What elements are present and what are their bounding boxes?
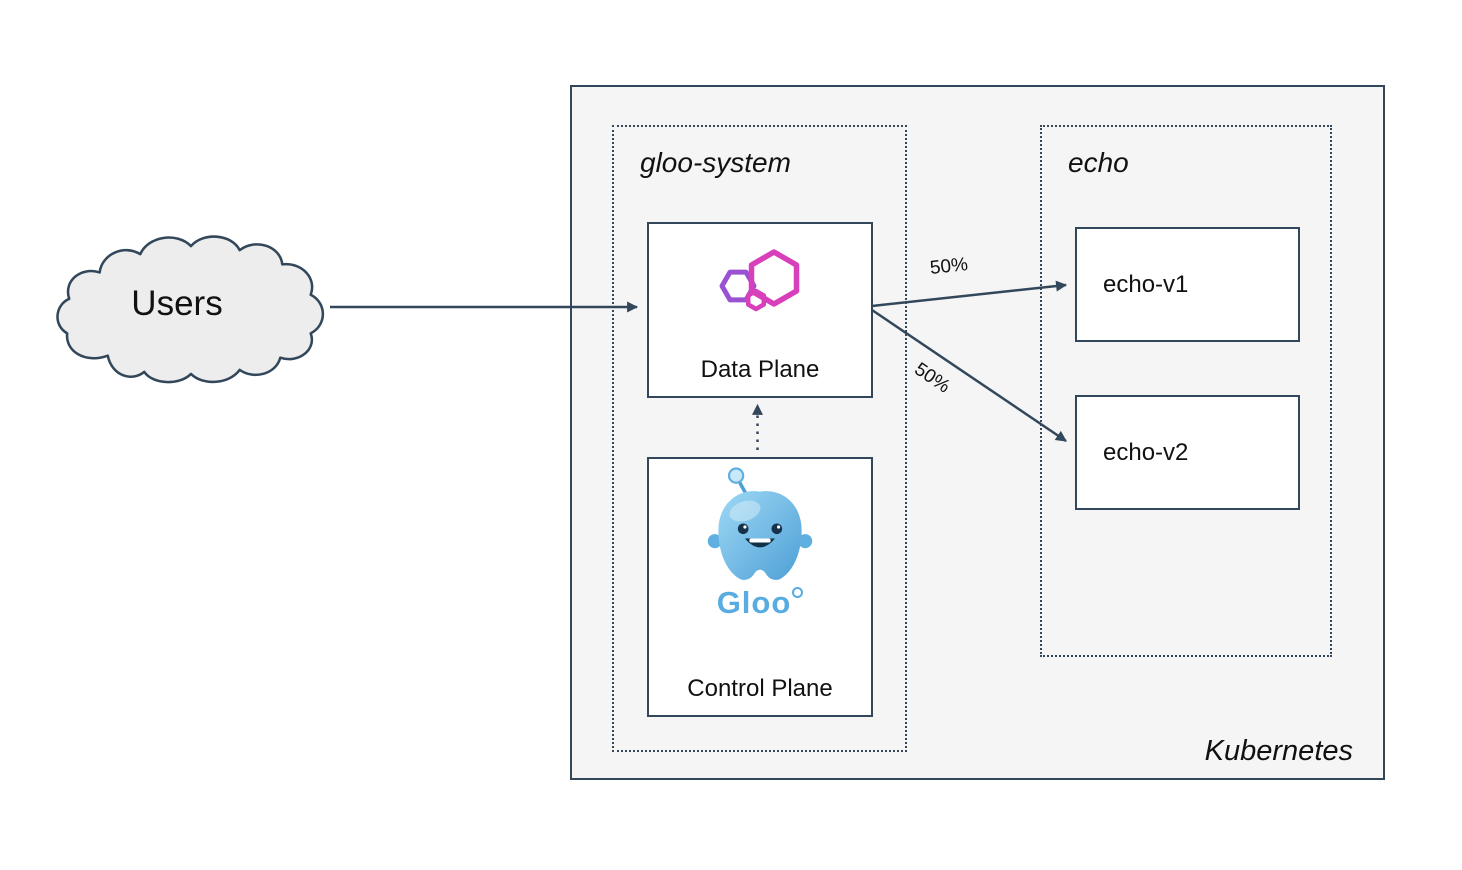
kubernetes-cluster-box: Kubernetes gloo-system Data Plane xyxy=(570,85,1385,780)
gloo-gateway-icon xyxy=(719,249,800,312)
control-plane-label: Control Plane xyxy=(687,675,833,702)
gloo-logo-text: Gloo xyxy=(716,585,792,620)
control-plane-node: Gloo Control Plane xyxy=(647,457,873,717)
echo-v1-node: echo-v1 xyxy=(1075,227,1300,342)
gloo-system-label: gloo-system xyxy=(640,147,791,178)
data-plane-label: Data Plane xyxy=(700,356,820,383)
users-cloud-node: Users xyxy=(55,226,331,394)
cloud-shape xyxy=(56,235,325,384)
echo-v1-traffic-label: 50% xyxy=(928,254,969,279)
echo-v2-label: echo-v2 xyxy=(1103,438,1189,466)
gloo-logo-degree-mark xyxy=(792,587,804,598)
data-plane-node: Data Plane xyxy=(647,222,873,398)
echo-v2-node: echo-v2 xyxy=(1075,395,1300,510)
gloo-system-namespace-box: gloo-system Data Plane xyxy=(612,125,907,752)
kubernetes-label: Kubernetes xyxy=(1204,735,1353,767)
users-label: Users xyxy=(131,284,223,323)
gloo-mascot-icon xyxy=(707,467,813,580)
echo-namespace-box: echo echo-v1 echo-v2 xyxy=(1040,125,1332,657)
gloo-logo-wordmark: Gloo xyxy=(649,585,871,621)
echo-v1-label: echo-v1 xyxy=(1103,270,1189,298)
echo-namespace-label: echo xyxy=(1068,147,1129,178)
